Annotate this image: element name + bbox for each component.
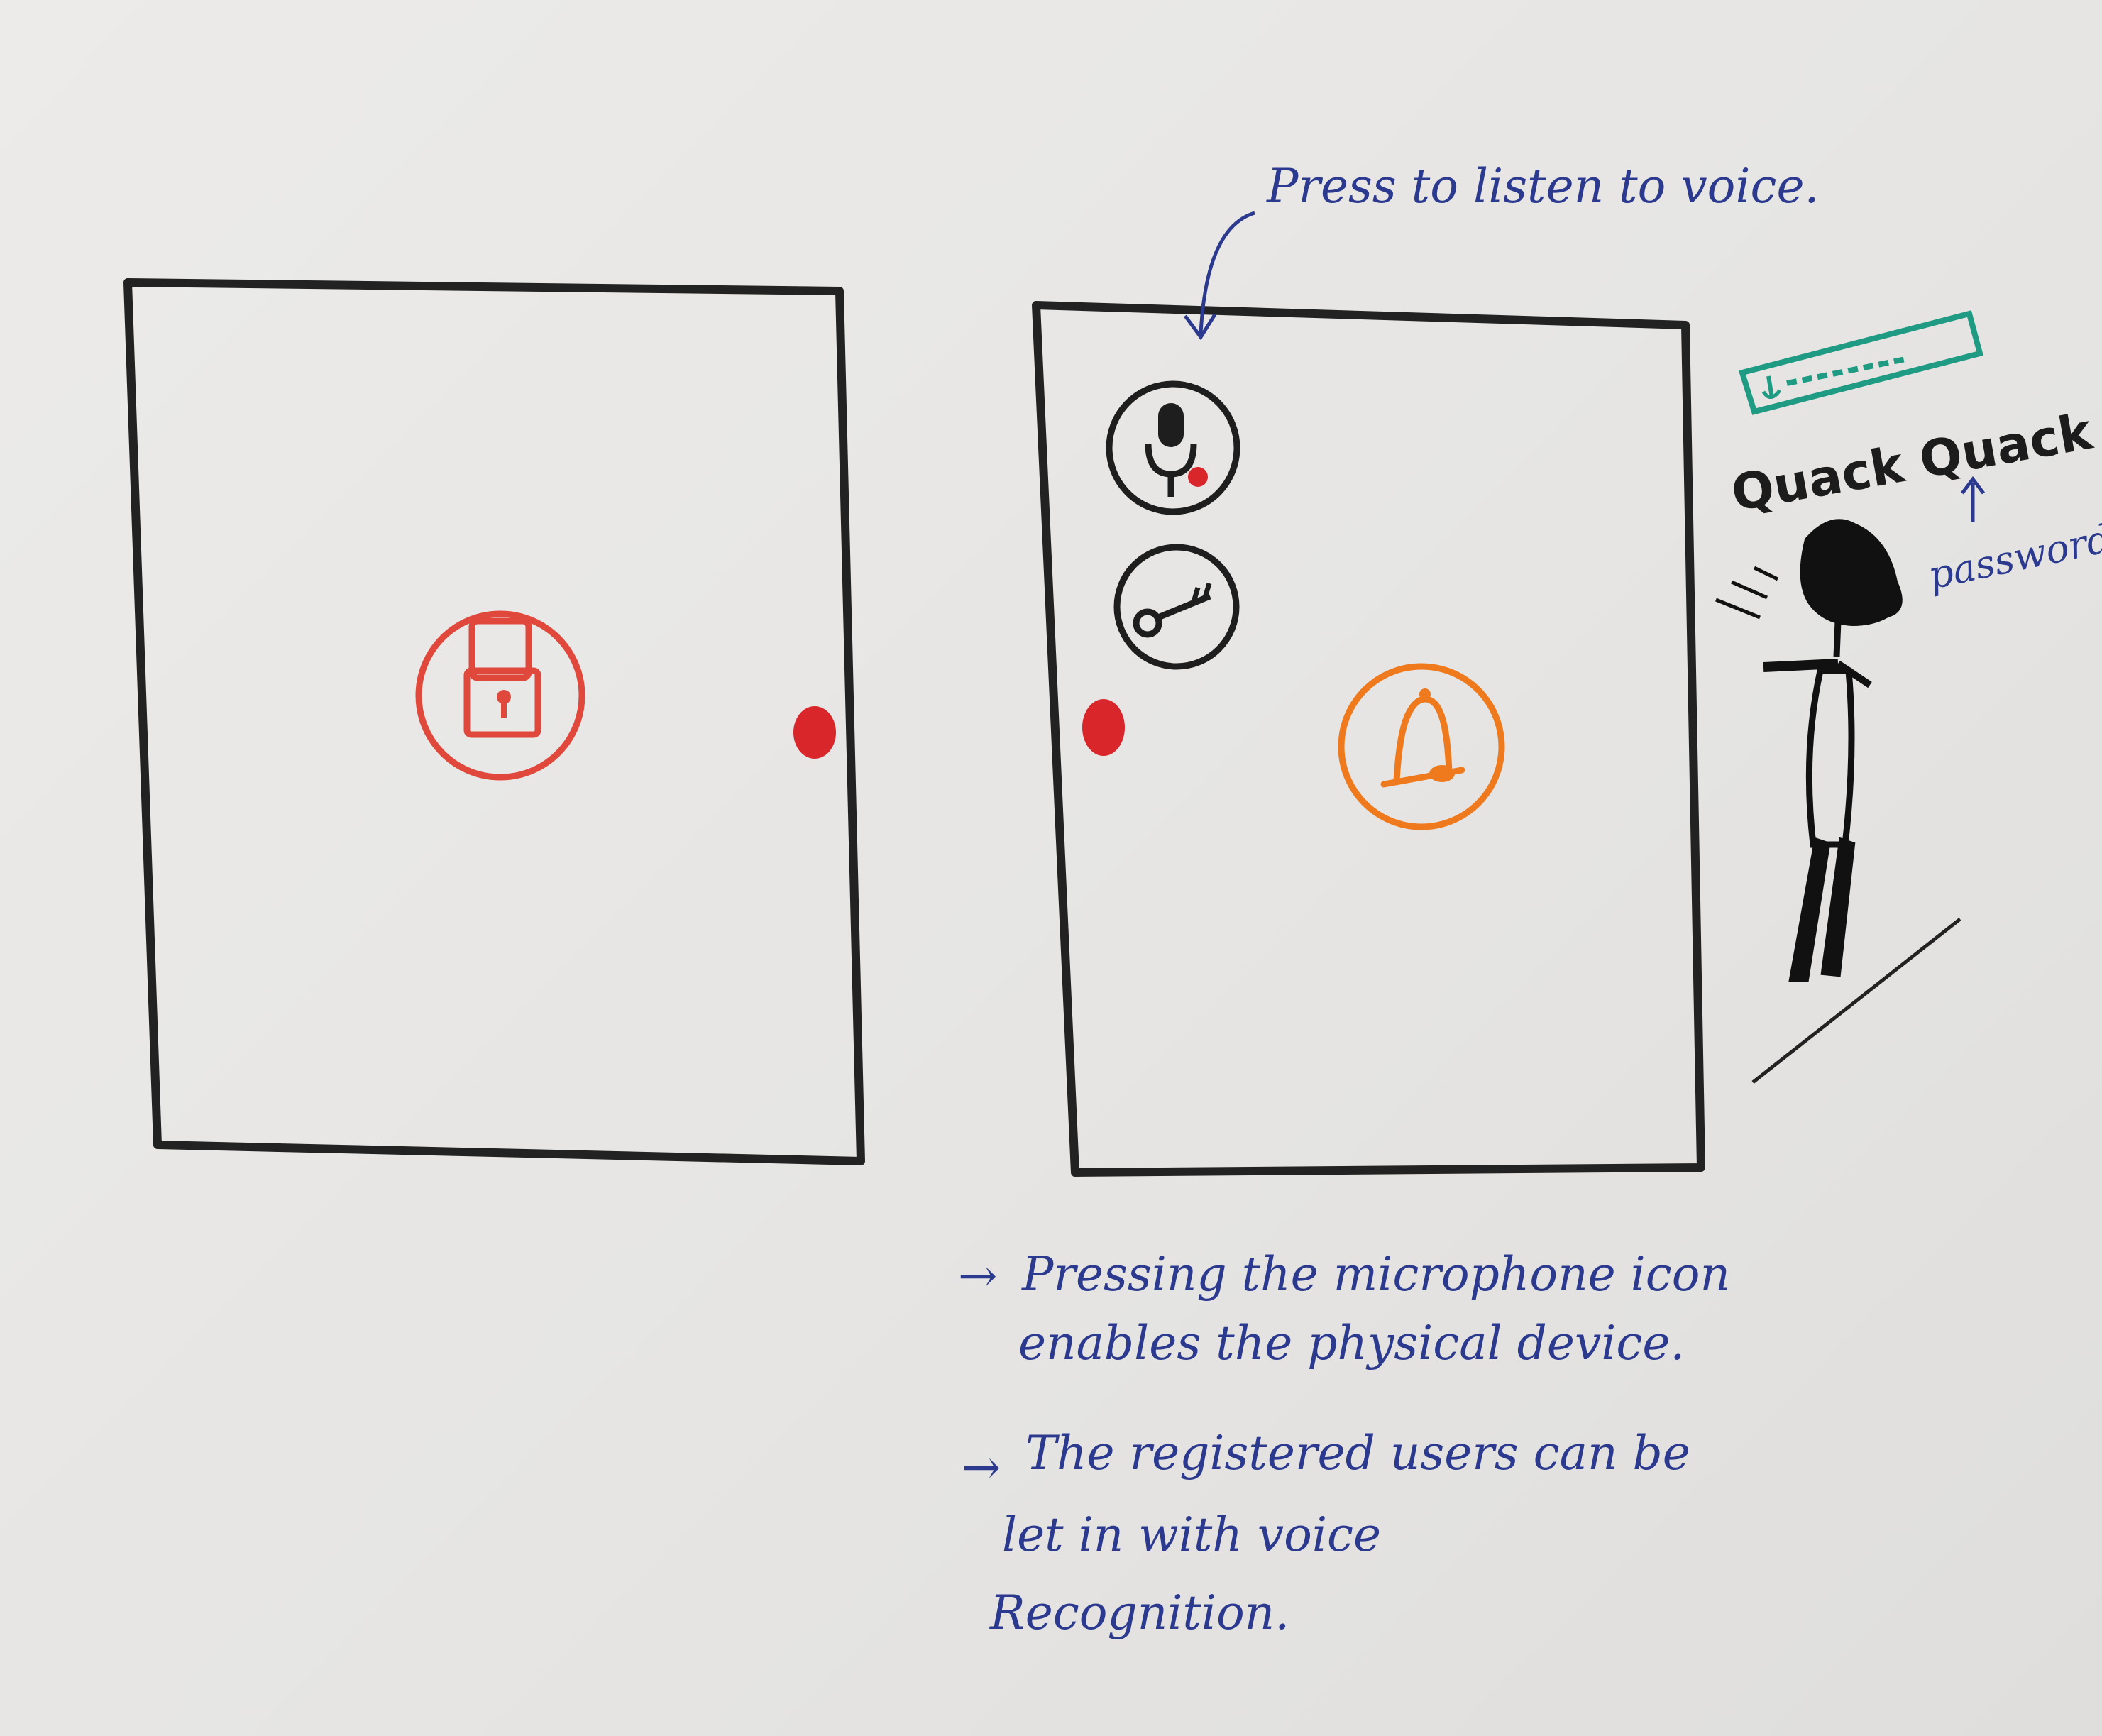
note-line: Pressing the microphone icon	[1021, 1247, 1730, 1302]
microphone-icon[interactable]	[1106, 380, 1240, 515]
door-handle-icon[interactable]	[793, 706, 836, 759]
press-to-listen-annotation: Press to listen to voice.	[1266, 159, 1820, 214]
lock-icon[interactable]	[415, 610, 585, 781]
ground-line	[1751, 918, 1961, 1084]
note-line: let in with voice	[1002, 1507, 1381, 1562]
note-bullet: →	[958, 1248, 997, 1303]
speech-quack: Quack Quack !	[1727, 395, 2102, 523]
notes-block: → Pressing the microphone icon enables t…	[958, 1247, 1730, 1640]
door-handle-icon[interactable]	[1082, 699, 1125, 756]
left-door	[123, 278, 865, 1165]
note-line: The registered users can be	[1025, 1426, 1690, 1480]
note-line: Recognition.	[989, 1586, 1289, 1640]
right-door	[1032, 301, 1705, 1177]
password-arrow	[1961, 476, 1985, 522]
bell-icon[interactable]	[1338, 663, 1505, 830]
note-item: → The registered users can be let in wit…	[962, 1426, 1690, 1640]
password-label: password	[1925, 516, 2102, 598]
note-bullet: →	[962, 1440, 1001, 1495]
note-item: → Pressing the microphone icon enables t…	[958, 1247, 1730, 1370]
key-icon[interactable]	[1113, 544, 1240, 670]
note-line: enables the physical device.	[1018, 1316, 1685, 1370]
microphone-password-display-icon	[1738, 310, 1983, 415]
person-figure	[1715, 519, 1903, 982]
annotation-arrow	[1183, 211, 1255, 341]
